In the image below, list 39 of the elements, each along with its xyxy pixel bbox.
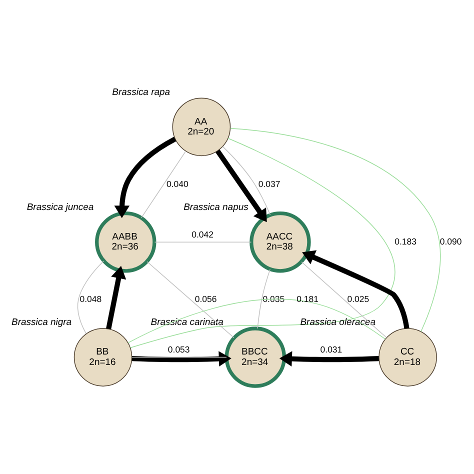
- connector: [301, 262, 387, 338]
- edge-label: 0.042: [192, 229, 214, 240]
- node-circle: AACC 2n=38: [250, 211, 311, 273]
- edge-label: 0.053: [168, 344, 190, 355]
- edge-label: 0.056: [194, 294, 217, 304]
- edge-label: 0.031: [320, 344, 342, 355]
- edge-label: 0.181: [296, 294, 318, 304]
- node-label: Brassica nigra: [12, 317, 72, 328]
- edge-label: 0.025: [347, 294, 370, 304]
- connector: [222, 146, 271, 216]
- edge-label: 0.037: [258, 178, 280, 189]
- connector: [230, 128, 441, 332]
- edge-label: 0.183: [394, 236, 417, 246]
- node-label: Brassica napus: [184, 202, 248, 213]
- arrow: [114, 136, 176, 218]
- connector: [257, 268, 270, 329]
- node-label: Brassica juncea: [26, 202, 94, 213]
- node-circle: CC 2n=18: [378, 328, 437, 386]
- node-circle: AABB 2n=36: [95, 211, 156, 273]
- node-circle: AA 2n=20: [172, 98, 231, 156]
- node-circle: BBCC 2n=34: [224, 326, 286, 388]
- node-label: Brassica oleracea: [300, 317, 376, 328]
- arrow: [215, 149, 267, 222]
- connector: [132, 356, 227, 358]
- edge-label: 0.090: [440, 236, 462, 246]
- node-label: Brassica carinata: [150, 317, 224, 328]
- arrow: [106, 266, 126, 330]
- node-label: Brassica rapa: [112, 86, 170, 98]
- edge-label: 0.040: [166, 178, 188, 189]
- connector: [77, 260, 104, 334]
- edge-label: 0.035: [262, 294, 285, 304]
- node-circle: BB 2n=16: [74, 328, 132, 386]
- edge-label: 0.048: [80, 294, 102, 304]
- connector: [128, 298, 386, 344]
- arrow: [302, 250, 410, 329]
- arrow: [132, 351, 232, 366]
- connector: [130, 138, 396, 348]
- connector: [146, 261, 234, 338]
- connector: [140, 150, 186, 218]
